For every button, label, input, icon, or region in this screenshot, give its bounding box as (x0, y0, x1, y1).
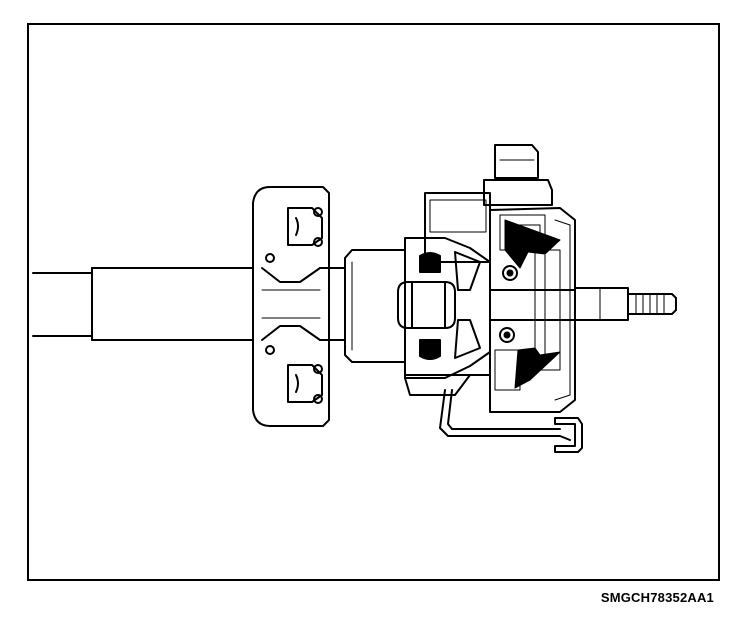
arrow-pointer-icon (504, 219, 561, 389)
figure-frame (27, 23, 720, 581)
mounting-bracket (252, 186, 330, 427)
wire-harness (439, 389, 583, 453)
ignition-lock-assembly (424, 144, 576, 413)
column-tube (32, 267, 346, 341)
figure-code-label: SMGCH78352AA1 (600, 590, 714, 605)
shaft-spline-end (574, 287, 677, 321)
central-housing (344, 237, 491, 396)
